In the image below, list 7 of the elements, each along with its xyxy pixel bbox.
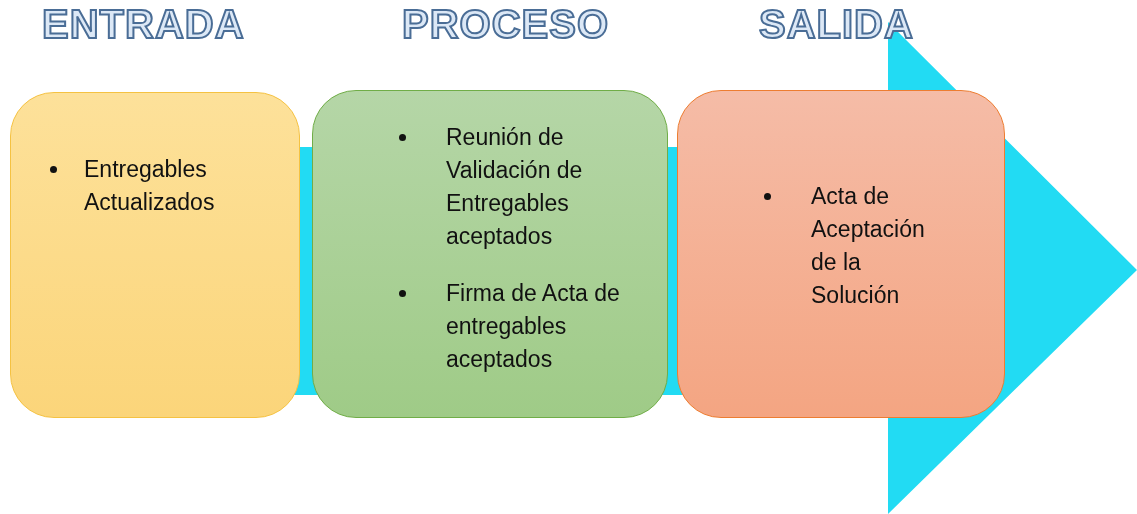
bullet-text: Acta de Aceptación de la Solución [811, 182, 926, 310]
stage-heading: SALIDA [759, 1, 914, 48]
stage-heading: PROCESO [402, 1, 610, 48]
bullet-text: Reunión de Validación de Entregables aceptados [446, 123, 584, 251]
stage-heading: ENTRADA [42, 1, 245, 48]
bullet-text: Entregables Actualizados [84, 155, 216, 217]
bullet-text: Firma de Acta de entregables aceptados [446, 279, 621, 374]
